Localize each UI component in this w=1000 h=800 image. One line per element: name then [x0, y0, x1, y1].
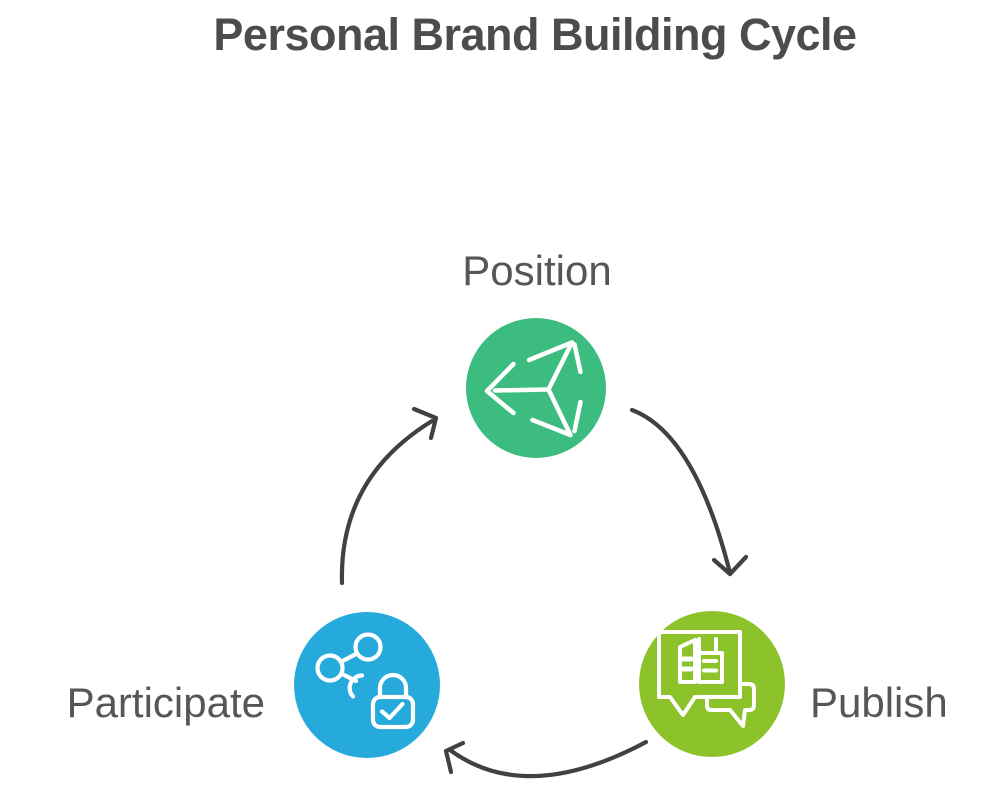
share-lock-icon — [315, 632, 416, 730]
arrowhead-position-to-publish-icon — [711, 554, 749, 577]
arrow-position-to-publish — [629, 407, 733, 576]
arrowhead-participate-to-position-icon — [411, 406, 439, 441]
cycle-arrows — [339, 406, 749, 779]
node-position: Position — [462, 247, 612, 458]
node-participate: Participate — [67, 612, 440, 758]
page-title: Personal Brand Building Cycle — [213, 9, 856, 60]
arrow-participate-to-position — [339, 418, 435, 586]
book-speech-bubbles-icon — [657, 630, 756, 728]
participate-label: Participate — [67, 679, 265, 726]
participate-circle — [294, 612, 440, 758]
arrowhead-publish-to-participate-icon — [443, 740, 466, 775]
position-label: Position — [462, 247, 611, 294]
arrow-publish-to-participate — [447, 739, 649, 779]
node-publish: Publish — [639, 611, 948, 757]
publish-label: Publish — [810, 679, 948, 726]
cube-3d-icon — [484, 340, 583, 438]
